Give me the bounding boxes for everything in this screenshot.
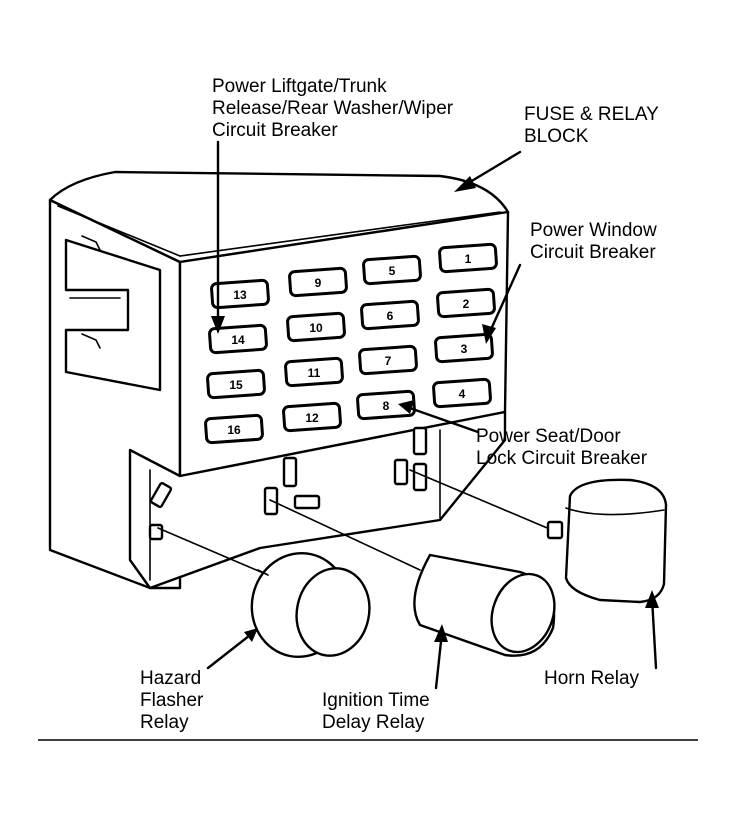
fuse-slot-outline: [210, 278, 270, 310]
fuse-slot-outline: [360, 299, 420, 331]
fuse-number: 12: [305, 411, 319, 425]
ignition-time-delay-relay: [269, 499, 556, 657]
fuse-slot-10: 10: [286, 311, 346, 343]
horn-relay-label: Horn Relay: [544, 668, 640, 689]
fuse-slot-2: 2: [436, 287, 496, 319]
liftgate-breaker-label: Power Liftgate/Trunk Release/Rear Washer…: [212, 76, 458, 141]
fuse-number: 15: [229, 378, 243, 392]
fuse-number: 6: [387, 309, 394, 323]
fuse-slot-11: 11: [284, 356, 344, 388]
fuse-slot-outline: [206, 368, 266, 400]
fuse-slot-outline: [362, 254, 422, 286]
horn-relay: [409, 469, 668, 604]
fuse-number: 3: [461, 342, 468, 356]
fuse-number: 14: [231, 333, 245, 347]
fuse-number: 5: [389, 264, 396, 278]
fuse-number: 8: [383, 399, 390, 413]
fuse-slot-outline: [204, 413, 264, 445]
fuse-slot-outline: [358, 344, 418, 376]
fuse-number: 1: [465, 252, 472, 266]
fuse-slot-14: 14: [208, 323, 268, 355]
fuse-slot-outline: [432, 377, 492, 409]
fuse-slot-1: 1: [438, 242, 498, 274]
power-seat-breaker-label: Power Seat/Door Lock Circuit Breaker: [476, 426, 648, 469]
fuse-slot-9: 9: [288, 266, 348, 298]
fuse-slot-outline: [356, 389, 416, 421]
fuse-slot-outline: [284, 356, 344, 388]
hazard-flasher-relay: [157, 527, 371, 659]
fuse-slot-15: 15: [206, 368, 266, 400]
fuse-slot-outline: [282, 401, 342, 433]
fuse-number: 2: [463, 297, 470, 311]
fuse-number: 11: [308, 366, 321, 380]
fuse-slot-5: 5: [362, 254, 422, 286]
fuse-slot-4: 4: [432, 377, 492, 409]
power-window-breaker-label: Power Window Circuit Breaker: [530, 220, 662, 263]
fuse-number: 4: [459, 387, 466, 401]
fuse-slot-16: 16: [204, 413, 264, 445]
hazard-flasher-relay-label: Hazard Flasher Relay: [140, 668, 209, 733]
fuse-slot-6: 6: [360, 299, 420, 331]
fuse-slot-3: 3: [434, 332, 494, 364]
leader-lines: [206, 140, 659, 690]
fuse-slot-outline: [208, 323, 268, 355]
fuse-number: 16: [227, 423, 241, 437]
fuse-slot-12: 12: [282, 401, 342, 433]
fuse-number: 10: [309, 321, 323, 335]
fuse-slot-outline: [288, 266, 348, 298]
fuse-relay-block-label: FUSE & RELAY BLOCK: [524, 104, 664, 147]
fuse-number: 7: [385, 354, 392, 368]
fuse-slot-outline: [438, 242, 498, 274]
fuse-number: 9: [315, 276, 322, 290]
ignition-time-delay-relay-label: Ignition Time Delay Relay: [322, 690, 435, 733]
fuse-slot-8: 8: [356, 389, 416, 421]
fuse-slot-13: 13: [210, 278, 270, 310]
fuse-block-housing: [48, 170, 510, 590]
fuse-slot-outline: [436, 287, 496, 319]
fuse-slot-outline: [434, 332, 494, 364]
fuse-number: 13: [233, 288, 247, 302]
fuse-slot-7: 7: [358, 344, 418, 376]
fuse-slot-outline: [286, 311, 346, 343]
